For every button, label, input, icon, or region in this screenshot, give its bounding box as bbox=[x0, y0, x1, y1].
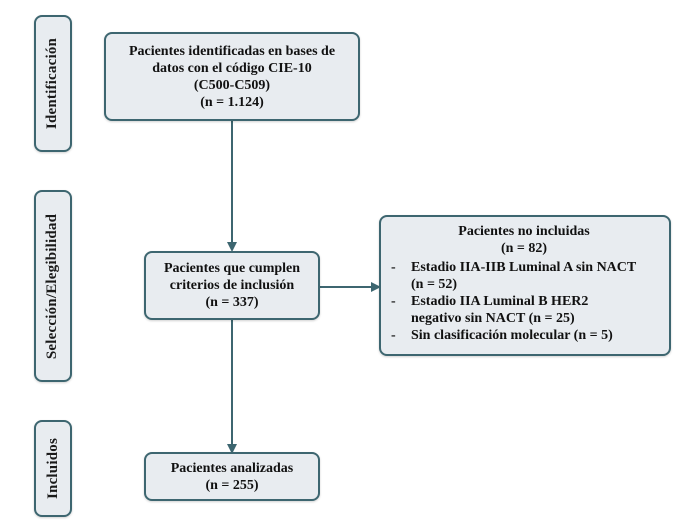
stage-selection-eligibility: Selección/Elegibilidad bbox=[34, 190, 72, 382]
identified-line3: (C500-C509) bbox=[193, 77, 271, 93]
excluded-item: Estadio IIA-IIB Luminal A sin NACT (n = … bbox=[389, 259, 659, 293]
eligible-line2: criterios de inclusión bbox=[169, 278, 295, 293]
excluded-count: (n = 82) bbox=[500, 241, 548, 256]
excluded-item: Estadio IIA Luminal B HER2 negativo sin … bbox=[389, 293, 659, 327]
analyzed-box: Pacientes analizadas (n = 255) bbox=[144, 452, 320, 501]
stage-identification: Identificación bbox=[34, 15, 72, 152]
excluded-list: Estadio IIA-IIB Luminal A sin NACT (n = … bbox=[389, 259, 659, 344]
analyzed-count: (n = 255) bbox=[205, 477, 259, 493]
identified-count: (n = 1.124) bbox=[200, 94, 264, 110]
eligible-line1: Pacientes que cumplen bbox=[163, 261, 301, 276]
excluded-title: Pacientes no incluidas bbox=[458, 224, 590, 239]
identified-line2: datos con el código CIE-10 bbox=[152, 60, 312, 76]
eligible-box: Pacientes que cumplen criterios de inclu… bbox=[144, 251, 320, 320]
excluded-box: Pacientes no incluidas (n = 82) Estadio … bbox=[379, 215, 671, 356]
identified-box: Pacientes identificadas en bases de dato… bbox=[104, 32, 360, 121]
identified-line1: Pacientes identificadas en bases de bbox=[128, 43, 336, 59]
excluded-item: Sin clasificación molecular (n = 5) bbox=[389, 327, 659, 344]
eligible-count: (n = 337) bbox=[205, 295, 259, 310]
stage-included: Incluidos bbox=[34, 420, 72, 517]
analyzed-line1: Pacientes analizadas bbox=[170, 460, 294, 476]
